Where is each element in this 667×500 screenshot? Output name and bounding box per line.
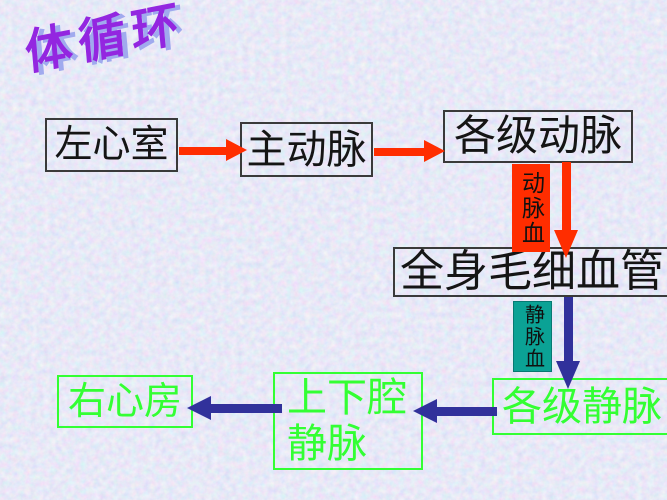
node-right-atrium: 右心房 <box>57 375 193 428</box>
arrow-shaft <box>179 147 228 155</box>
node-capillaries: 全身毛细血管 <box>393 247 667 297</box>
arrow-aorta-to-arteries <box>374 140 445 162</box>
vena-cava-line2: 静脉 <box>287 421 367 466</box>
node-arteries: 各级动脉 <box>443 110 633 163</box>
vena-cava-line1: 上下腔 <box>287 375 407 420</box>
arrow-shaft <box>210 404 282 413</box>
arrow-capillaries-to-veins <box>556 297 581 389</box>
arrow-arteries-to-capillaries <box>554 162 579 258</box>
arrow-left-ventricle-to-aorta <box>179 139 247 161</box>
arrow-head-down <box>554 230 578 258</box>
label-arterial-blood: 动脉血 <box>512 164 550 252</box>
arrow-shaft <box>564 297 573 361</box>
node-left-ventricle: 左心室 <box>45 118 178 172</box>
arrow-veins-to-vena-cava <box>413 399 497 423</box>
arrow-head-right <box>226 139 247 161</box>
node-aorta: 主动脉 <box>240 122 373 177</box>
arrow-vena-cava-to-right-atrium <box>187 396 282 420</box>
arrow-shaft <box>374 148 426 156</box>
arrow-shaft <box>562 162 571 230</box>
arrow-head-down <box>556 361 580 389</box>
arrow-head-left <box>413 399 437 423</box>
node-vena-cava: 上下腔 静脉 <box>273 372 423 470</box>
label-venous-blood: 静脉血 <box>513 301 552 372</box>
arrow-head-left <box>187 396 211 420</box>
arrow-head-right <box>424 140 445 162</box>
arrow-shaft <box>436 407 497 416</box>
